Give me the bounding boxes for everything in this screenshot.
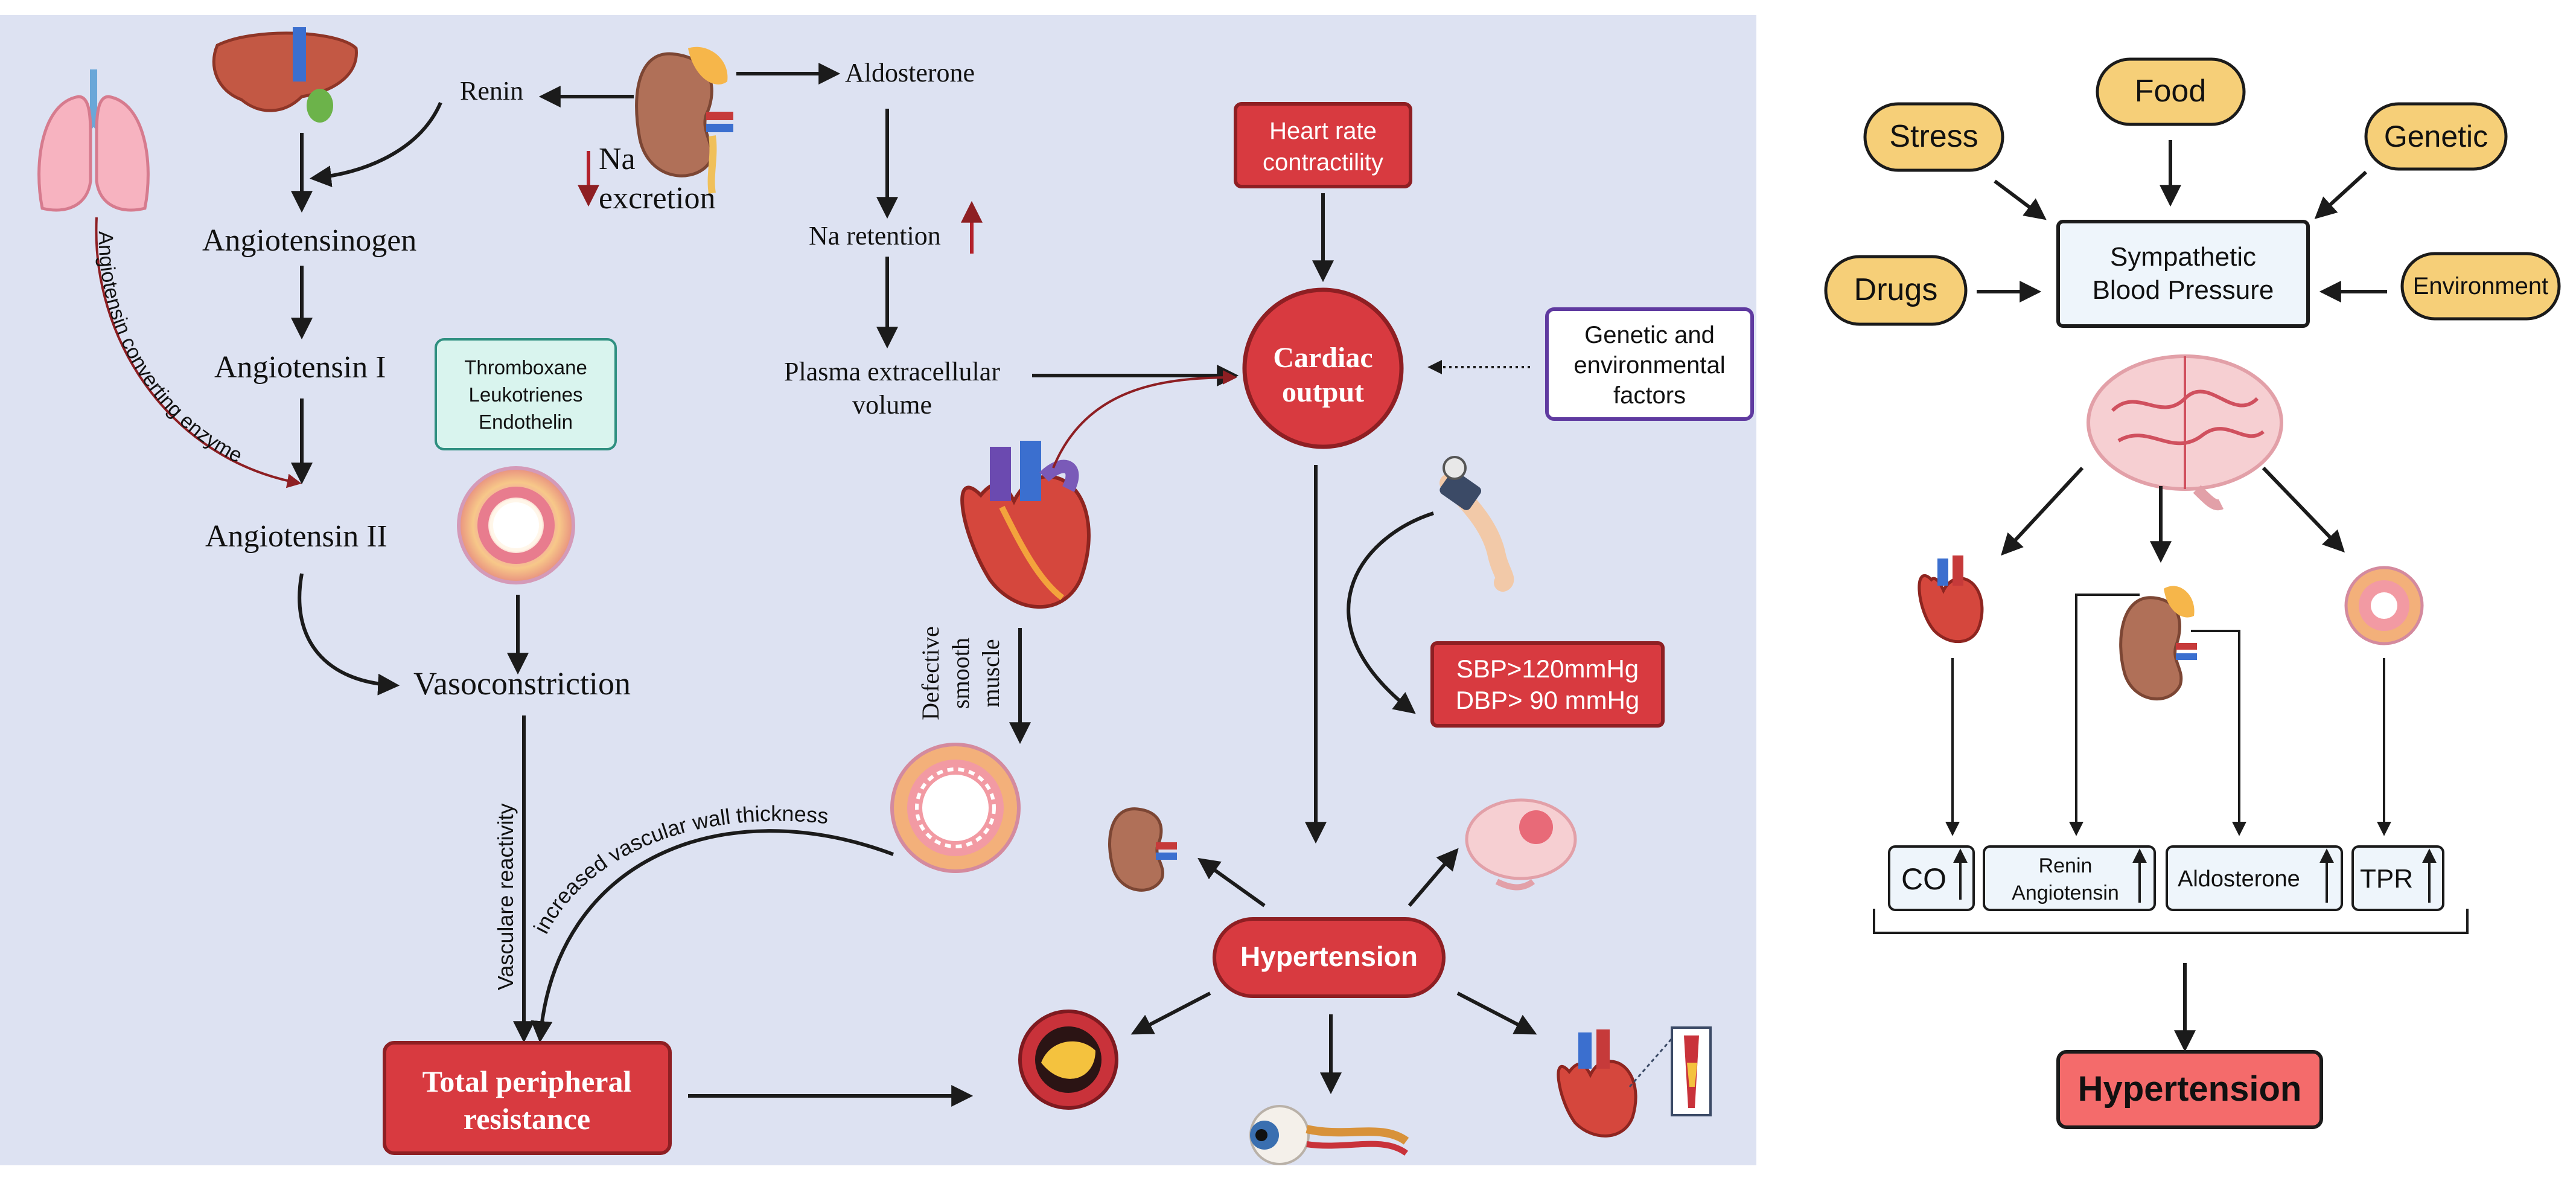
heart-rate-box (1234, 102, 1412, 188)
genetic-env-line-1: Genetic and (1584, 322, 1715, 348)
arrow-kidney-aldosterone (2191, 630, 2246, 836)
small-vessel-icon (2344, 566, 2424, 645)
vasoconstriction-label: Vasoconstriction (413, 665, 631, 702)
genetic-env-line-2: environmental (1573, 352, 1725, 379)
sympathetic-line-2: Blood Pressure (2093, 275, 2274, 305)
small-heart-icon (1918, 555, 1984, 644)
cardiac-output-line-2: output (1282, 376, 1364, 408)
tpr-box-right (2351, 845, 2444, 911)
stress-pill (1863, 102, 2004, 172)
kidney-organ-icon (1108, 807, 1177, 892)
na-retention-label: Na retention (809, 221, 941, 251)
heart-rate-line-1: Heart rate (1269, 118, 1377, 144)
angiotensin-ii-label: Angiotensin II (205, 519, 387, 554)
genetic-label: Genetic (2384, 120, 2488, 153)
arrow-cuff-bp (1347, 511, 1434, 714)
renin-label-right: Renin (2039, 854, 2093, 877)
defective-muscle-line-2: smooth (947, 638, 974, 709)
artery-plaque-icon (1018, 1010, 1118, 1110)
arrow-genetic-sympathetic (2314, 170, 2368, 219)
aldosterone-box (2166, 845, 2343, 911)
hypertension-label-left: Hypertension (1240, 941, 1418, 972)
liver-icon (212, 27, 358, 123)
angiotensinogen-label: Angiotensinogen (202, 223, 416, 258)
small-kidney-icon (2119, 586, 2197, 700)
heart-organ-icon (1557, 1026, 1712, 1138)
defective-muscle-line-1: Defective (917, 626, 944, 720)
co-box (1888, 845, 1975, 911)
angiotensin-label-right: Angiotensin (2012, 882, 2119, 904)
heart-icon (960, 441, 1091, 609)
environment-pill (2400, 252, 2561, 321)
mediator-endothelin: Endothelin (479, 411, 573, 433)
tpr-line-2: resistance (464, 1102, 590, 1136)
lungs-icon (37, 69, 150, 212)
na-label: Na (599, 142, 636, 176)
vascular-reactivity-label: Vasculare reactivity (493, 804, 518, 990)
blood-vessel-icon (457, 466, 575, 584)
drugs-label: Drugs (1854, 272, 1938, 307)
left-panel-background (0, 15, 1756, 1165)
plasma-volume-line-1: Plasma extracellular (784, 357, 1000, 386)
environment-label: Environment (2413, 273, 2549, 299)
tpr-line-1: Total peripheral (422, 1064, 632, 1098)
brain-icon (2087, 354, 2283, 511)
defective-muscle-line-3: muscle (977, 639, 1004, 707)
ace-curve-arrow (95, 217, 302, 488)
bp-cuff-icon (1439, 456, 1514, 592)
arrow-brain-vessel (2262, 466, 2345, 553)
angiotensin-i-label: Angiotensin I (214, 350, 386, 385)
dbp-value: DBP> 90 mmHg (1456, 686, 1640, 714)
arrow-ht-heart (1456, 991, 1537, 1035)
heart-to-cardiac-curve (1052, 370, 1237, 469)
plasma-volume-line-2: volume (852, 390, 932, 420)
arrow-wall-thickness (531, 829, 894, 1043)
arrow-brain-heart (2001, 466, 2084, 556)
renin-label: Renin (460, 76, 523, 106)
co-label: CO (1901, 862, 1946, 896)
brain-organ-icon (1465, 798, 1577, 891)
kidney-icon (635, 46, 733, 194)
tpr-box (383, 1041, 672, 1155)
arrow-kidney-renin (2069, 594, 2140, 836)
sbp-value: SBP>120mmHg (1456, 655, 1639, 683)
outcome-bracket (1873, 909, 2469, 934)
genetic-pill (2364, 102, 2508, 171)
hypertension-label-right: Hypertension (2078, 1069, 2302, 1109)
sympathetic-box (2056, 220, 2310, 328)
na-excretion-label: excretion (599, 181, 715, 216)
bp-values-box (1430, 641, 1665, 728)
aldosterone-label: Aldosterone (845, 58, 975, 88)
food-pill (2096, 57, 2246, 126)
renin-angiotensin-box (1983, 845, 2156, 911)
arrow-ht-kidney (1197, 857, 1266, 907)
aldosterone-label-right: Aldosterone (2178, 866, 2300, 892)
arrow-ht-artery (1130, 991, 1211, 1035)
hypertension-node-left (1213, 917, 1446, 998)
genetic-env-line-3: factors (1613, 382, 1686, 409)
drugs-pill (1824, 255, 1968, 326)
thick-vessel-icon (890, 743, 1021, 873)
food-label: Food (2135, 74, 2207, 109)
genetic-env-box (1545, 307, 1754, 421)
tpr-label-right: TPR (2360, 864, 2413, 894)
mediator-leukotrienes: Leukotrienes (469, 383, 583, 406)
cardiac-output-line-1: Cardiac (1273, 342, 1372, 374)
heart-rate-line-2: contractility (1263, 149, 1383, 176)
arrow-renin-angiotensinogen (309, 101, 442, 188)
arrow-angiotensin-ii-vasoconstriction (298, 573, 400, 696)
stress-label: Stress (1889, 119, 1978, 154)
arrow-ht-brain (1408, 848, 1459, 907)
cardiac-output-circle (1242, 287, 1404, 449)
mediator-thromboxane: Thromboxane (464, 356, 587, 379)
mediators-box (435, 338, 617, 450)
sympathetic-line-1: Sympathetic (2110, 242, 2256, 272)
hypertension-box-right (2056, 1050, 2323, 1129)
eye-organ-icon (1249, 1105, 1409, 1165)
arrow-stress-sympathetic (1994, 179, 2047, 220)
